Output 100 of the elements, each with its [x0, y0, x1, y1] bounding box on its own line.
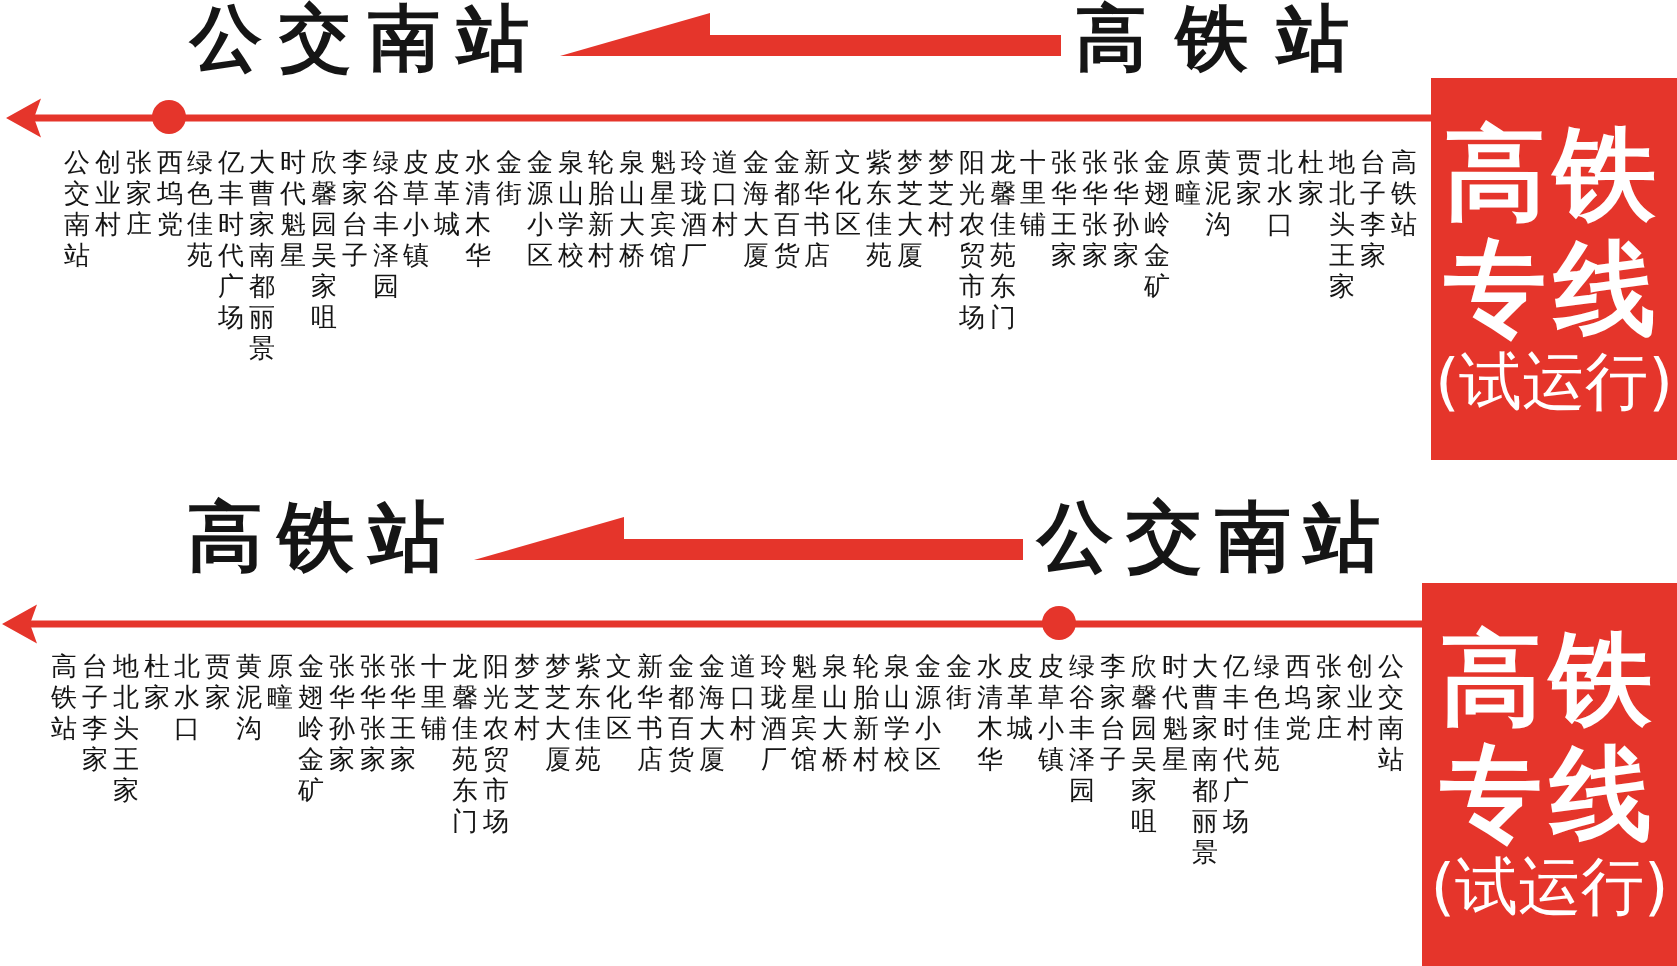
station-name: 高铁站 [187, 496, 460, 578]
stop-name: 泉山学校 [883, 651, 911, 775]
station-name: 公交南站 [1037, 496, 1393, 578]
stop-name: 李家台子 [341, 147, 369, 271]
stop-name: 张华张家 [359, 651, 387, 775]
stop-name: 水清木华 [465, 147, 493, 271]
stop-name: 高铁站 [51, 651, 78, 744]
stop-name: 金翅岭金矿 [1143, 147, 1171, 302]
stop-name: 泉山大桥 [619, 147, 647, 271]
stop-name: 大曹家南都丽景 [249, 147, 277, 364]
stop-name: 绿谷丰泽园 [1069, 651, 1097, 806]
stop-name: 金都百货 [773, 147, 801, 271]
stop-name: 原疃 [266, 651, 294, 713]
route-arrow [2, 604, 1422, 644]
stop-name: 绿色佳苑 [187, 147, 215, 271]
stop-name: 亿丰时代广场 [1223, 651, 1251, 837]
stop-name: 欣馨园吴家咀 [1130, 651, 1158, 837]
stop-name: 时代魁星 [279, 147, 307, 271]
route-sign-panel [1431, 78, 1677, 460]
stop-name: 贾家 [1236, 147, 1264, 209]
stop-name: 金源小区 [526, 147, 554, 271]
block-arrow [474, 517, 1023, 560]
stop-name: 道口村 [729, 651, 757, 744]
stop-name: 皮革城 [434, 147, 462, 240]
stop-name: 亿丰时代广场 [218, 147, 246, 333]
stop-name: 道口村 [711, 147, 739, 240]
stop-name: 皮草小镇 [1038, 651, 1066, 775]
status-note: (试运行) [1434, 346, 1674, 418]
stop-name: 紫东佳苑 [866, 147, 894, 271]
stop-name: 台子李家 [1359, 147, 1387, 271]
stop-name: 梦芝村 [927, 147, 955, 240]
status-note: (试运行) [1430, 851, 1669, 923]
stop-name: 十里铺 [421, 651, 449, 744]
stop-name: 黄泥沟 [1205, 147, 1233, 240]
stop-name: 轮胎新村 [853, 651, 881, 775]
stop-name: 西坞党 [1285, 651, 1312, 744]
stop-name: 金海大厦 [698, 651, 726, 775]
stop-name: 阳光农贸市场 [958, 147, 986, 333]
stop-name: 龙馨佳苑东门 [452, 651, 480, 837]
stop-name: 金源小区 [914, 651, 942, 775]
stop-name: 北水口 [1267, 147, 1295, 240]
stop-name: 创业村 [1346, 651, 1374, 744]
stop-name: 张家庄 [1315, 651, 1343, 744]
stop-name: 张家庄 [125, 147, 153, 240]
stop-name: 张华孙家 [1112, 147, 1140, 271]
stop-name: 文化区 [606, 651, 634, 744]
stop-name: 台子李家 [81, 651, 109, 775]
stop-name: 金都百货 [668, 651, 695, 775]
stop-name: 梦芝大厦 [544, 651, 572, 775]
stop-name: 新华书店 [637, 651, 665, 775]
stop-name: 时代魁星 [1161, 651, 1189, 775]
stop-name: 公交南站 [1377, 651, 1405, 775]
stop-name: 地北头王家 [1328, 147, 1356, 302]
stop-name: 皮革城 [1007, 651, 1035, 744]
stop-name: 西坞党 [156, 147, 184, 240]
stop-name: 金翅岭金矿 [297, 651, 325, 806]
stop-name: 魁星宾馆 [791, 651, 819, 775]
stop-name: 皮草小镇 [403, 147, 431, 271]
stop-name: 地北头王家 [112, 651, 140, 806]
stop-name: 阳光农贸市场 [482, 651, 510, 837]
stop-name: 杜家 [1298, 147, 1325, 209]
stop-name: 张华王家 [390, 651, 418, 775]
route-title: 高铁专线 [1438, 621, 1661, 851]
stop-name: 金街 [945, 651, 973, 713]
stop-name: 张华王家 [1051, 147, 1079, 271]
stop-name: 李家台子 [1099, 651, 1127, 775]
stop-name: 文化区 [835, 147, 863, 240]
stop-name: 轮胎新村 [588, 147, 616, 271]
stop-name: 北水口 [174, 651, 202, 744]
block-arrow [560, 13, 1061, 56]
stop-name: 紫东佳苑 [575, 651, 603, 775]
stop-name: 公交南站 [64, 147, 91, 271]
stop-name: 泉山学校 [557, 147, 585, 271]
stop-name: 绿谷丰泽园 [372, 147, 400, 302]
stop-name: 杜家 [143, 651, 171, 713]
stop-name: 绿色佳苑 [1254, 651, 1282, 775]
stop-name: 泉山大桥 [822, 651, 850, 775]
stop-name: 玲珑酒厂 [760, 651, 788, 775]
stop-name: 新华书店 [804, 147, 832, 271]
stop-name: 十里铺 [1020, 147, 1048, 240]
stop-name: 贾家 [205, 651, 233, 713]
stop-name: 金海大厦 [742, 147, 770, 271]
stop-name: 创业村 [94, 147, 122, 240]
station-name: 公交南站 [190, 0, 546, 76]
stop-name: 梦芝大厦 [896, 147, 924, 271]
route-title: 高铁专线 [1443, 116, 1665, 346]
stop-name: 玲珑酒厂 [681, 147, 708, 271]
stop-name: 大曹家南都丽景 [1192, 651, 1220, 868]
stop-name: 水清木华 [976, 651, 1004, 775]
stop-name: 金街 [495, 147, 523, 209]
stop-name: 梦芝村 [513, 651, 541, 744]
stop-name: 龙馨佳苑东门 [989, 147, 1017, 333]
route-sign-panel [1422, 583, 1677, 966]
stop-name: 魁星宾馆 [650, 147, 678, 271]
stop-name: 高铁站 [1390, 147, 1418, 240]
stop-name: 原疃 [1174, 147, 1202, 209]
stop-name: 张华张家 [1082, 147, 1110, 271]
stop-name: 欣馨园吴家咀 [310, 147, 338, 333]
station-name: 高铁站 [1075, 0, 1378, 76]
route-arrow [6, 98, 1431, 138]
